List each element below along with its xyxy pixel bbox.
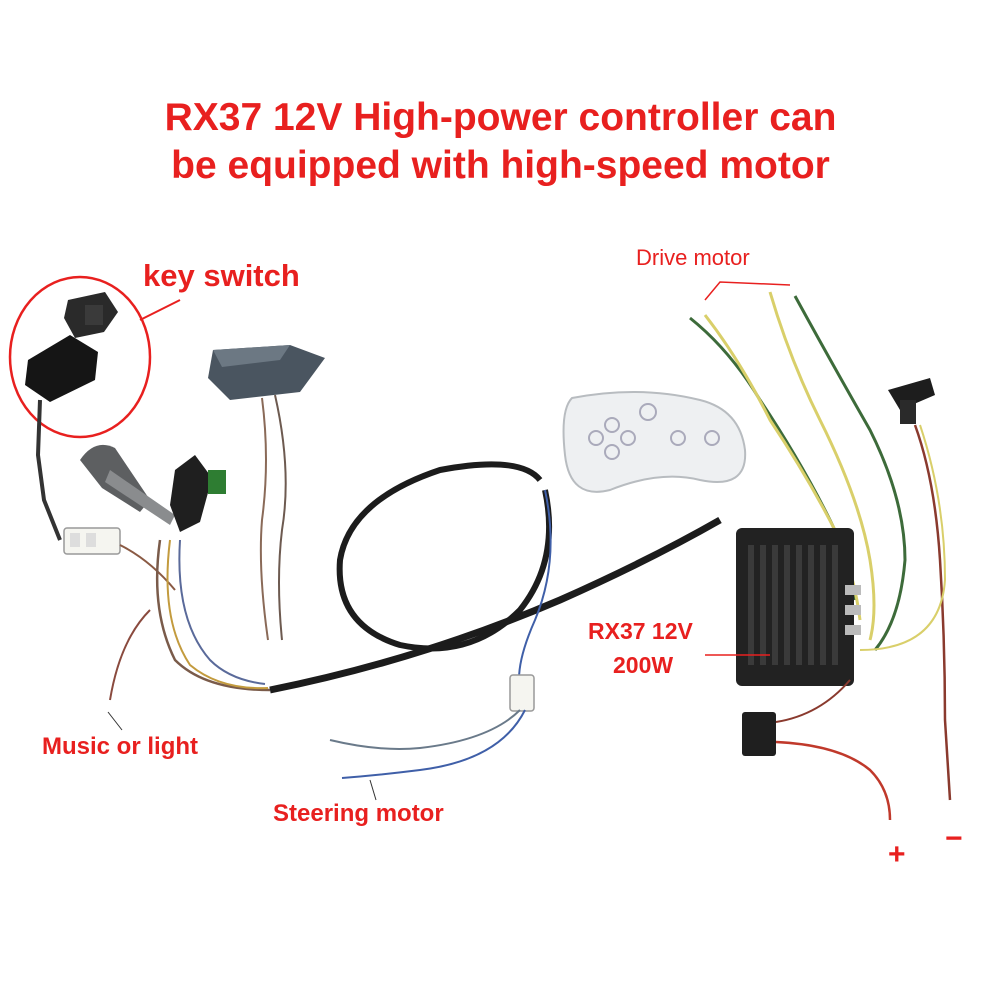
drive-motor-label: Drive motor [636, 245, 750, 270]
key-switch-connector-icon [63, 527, 176, 591]
main-harness-cable [269, 516, 722, 694]
key-switch-pointer [139, 299, 181, 321]
controller-model-label: RX37 12V [588, 618, 693, 644]
controller-box-icon [736, 528, 861, 686]
music-light-pointer [107, 711, 123, 731]
loop-cable [336, 461, 553, 652]
steering-motor-pointer [369, 779, 377, 801]
key-switch-highlight-circle [8, 275, 152, 439]
steering-motor-label: Steering motor [273, 800, 444, 827]
right-sensor-plug-icon [859, 378, 952, 801]
foot-pedal-icon [208, 345, 325, 641]
positive-terminal-label: + [888, 838, 906, 871]
diagram-title-line-1: RX37 12V High-power controller can [164, 96, 837, 139]
steering-motor-connector-icon [329, 674, 535, 779]
music-or-light-label: Music or light [42, 733, 198, 760]
negative-terminal-label: − [945, 822, 963, 855]
key-switch-icon [25, 292, 118, 541]
drive-motor-pointer [704, 281, 791, 301]
power-switch-icon [742, 679, 892, 821]
controller-power-label: 200W [613, 652, 674, 678]
gear-shift-lever-icon [80, 444, 226, 532]
remote-control-icon [562, 391, 747, 493]
key-switch-label: key switch [143, 258, 300, 293]
diagram-title-line-2: be equipped with high-speed motor [171, 144, 830, 187]
